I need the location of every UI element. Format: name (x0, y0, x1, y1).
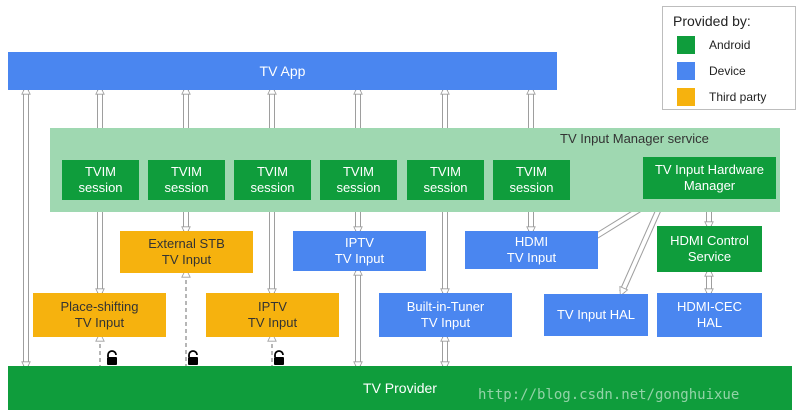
iptv-device-tv-input: IPTV TV Input (293, 231, 426, 271)
tvim-session-1: TVIM session (62, 160, 139, 200)
place-shifting-tv-input: Place-shifting TV Input (33, 293, 166, 337)
hdmi-cec-hal: HDMI-CEC HAL (657, 293, 762, 337)
legend-label-third-party: Third party (709, 90, 767, 104)
tv-input-manager-service-label: TV Input Manager service (560, 131, 709, 146)
legend-item-third-party: Third party (677, 88, 766, 106)
tvim-session-5: TVIM session (407, 160, 484, 200)
legend-item-android: Android (677, 36, 750, 54)
hdmi-tv-input: HDMI TV Input (465, 231, 598, 269)
legend-label-device: Device (709, 64, 746, 78)
watermark: http://blog.csdn.net/gonghuixue (478, 387, 740, 403)
built-in-tuner-tv-input: Built-in-Tuner TV Input (379, 293, 512, 337)
hdmi-control-service: HDMI Control Service (657, 226, 762, 272)
legend: Provided by: Android Device Third party (662, 6, 796, 110)
lock-icon (274, 350, 284, 365)
tv-input-hal: TV Input HAL (544, 294, 648, 336)
device-swatch (677, 62, 695, 80)
tvim-session-3: TVIM session (234, 160, 311, 200)
lock-icon (188, 350, 198, 365)
external-stb-tv-input: External STB TV Input (120, 231, 253, 273)
tvim-session-2: TVIM session (148, 160, 225, 200)
legend-title: Provided by: (673, 13, 751, 29)
third-party-swatch (677, 88, 695, 106)
tvim-session-4: TVIM session (320, 160, 397, 200)
android-swatch (677, 36, 695, 54)
tv-app-bar: TV App (8, 52, 557, 90)
tv-input-hardware-manager: TV Input Hardware Manager (643, 157, 776, 199)
tvim-session-6: TVIM session (493, 160, 570, 200)
lock-icon (107, 350, 117, 365)
legend-label-android: Android (709, 38, 751, 52)
iptv-third-party-tv-input: IPTV TV Input (206, 293, 339, 337)
tv-provider-bar: TV Provider (8, 366, 792, 410)
legend-item-device: Device (677, 62, 746, 80)
